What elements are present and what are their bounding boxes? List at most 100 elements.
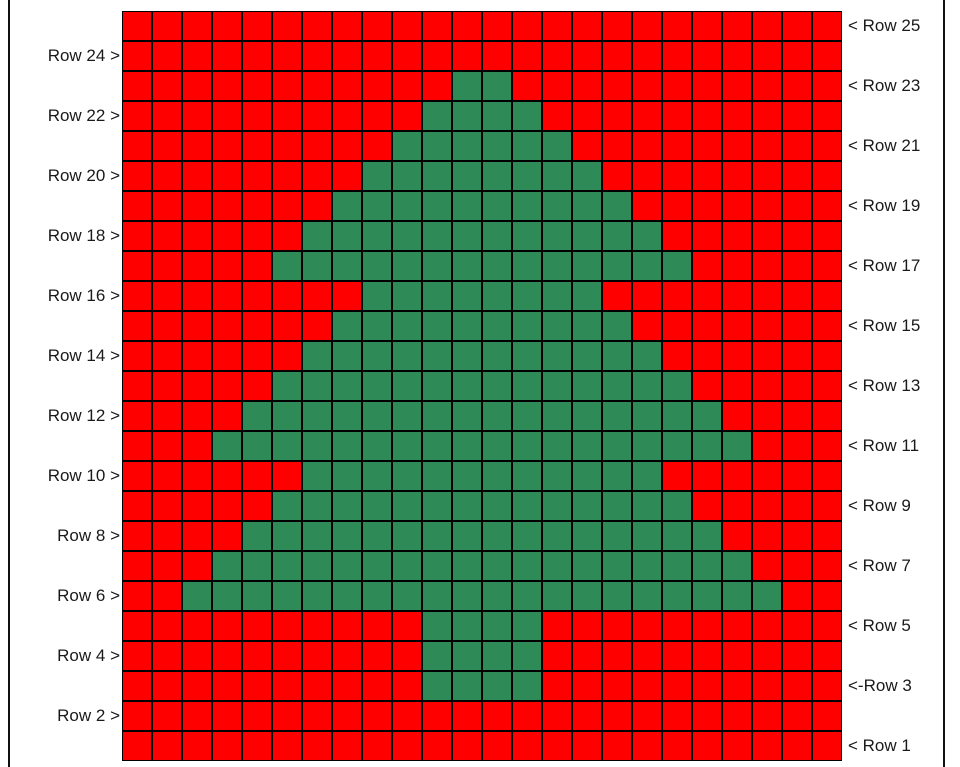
background-cell	[152, 731, 182, 761]
background-cell	[242, 191, 272, 221]
background-cell	[122, 251, 152, 281]
background-cell	[242, 11, 272, 41]
background-cell	[662, 731, 692, 761]
tree-cell	[572, 431, 602, 461]
background-cell	[692, 71, 722, 101]
background-cell	[362, 731, 392, 761]
tree-cell	[572, 191, 602, 221]
background-cell	[302, 101, 332, 131]
tree-cell	[482, 611, 512, 641]
tree-cell	[362, 221, 392, 251]
background-cell	[812, 581, 842, 611]
tree-cell	[332, 341, 362, 371]
background-cell	[812, 551, 842, 581]
left-row-label: Row 16 >	[48, 286, 120, 306]
background-cell	[362, 11, 392, 41]
background-cell	[272, 341, 302, 371]
background-cell	[812, 701, 842, 731]
tree-cell	[422, 521, 452, 551]
background-cell	[632, 281, 662, 311]
tree-cell	[332, 581, 362, 611]
tree-cell	[542, 341, 572, 371]
background-cell	[662, 41, 692, 71]
background-cell	[122, 311, 152, 341]
tree-cell	[692, 431, 722, 461]
tree-cell	[302, 371, 332, 401]
tree-cell	[302, 251, 332, 281]
background-cell	[752, 611, 782, 641]
background-cell	[302, 11, 332, 41]
tree-cell	[242, 431, 272, 461]
background-cell	[812, 71, 842, 101]
background-cell	[122, 431, 152, 461]
background-cell	[152, 671, 182, 701]
tree-cell	[512, 161, 542, 191]
tree-cell	[572, 551, 602, 581]
background-cell	[662, 11, 692, 41]
background-cell	[752, 701, 782, 731]
background-cell	[782, 41, 812, 71]
background-cell	[752, 731, 782, 761]
tree-cell	[482, 641, 512, 671]
tree-cell	[422, 131, 452, 161]
background-cell	[602, 671, 632, 701]
background-cell	[662, 311, 692, 341]
tree-cell	[392, 311, 422, 341]
tree-cell	[482, 161, 512, 191]
background-cell	[782, 71, 812, 101]
background-cell	[242, 131, 272, 161]
background-cell	[692, 371, 722, 401]
tree-cell	[572, 341, 602, 371]
background-cell	[242, 281, 272, 311]
background-cell	[632, 161, 662, 191]
tree-cell	[332, 221, 362, 251]
background-cell	[662, 341, 692, 371]
background-cell	[812, 101, 842, 131]
right-row-label: < Row 19	[848, 196, 920, 216]
background-cell	[392, 701, 422, 731]
background-cell	[272, 731, 302, 761]
background-cell	[602, 701, 632, 731]
left-row-label: Row 8 >	[57, 526, 120, 546]
background-cell	[722, 311, 752, 341]
tree-cell	[512, 491, 542, 521]
background-cell	[212, 101, 242, 131]
tree-cell	[572, 521, 602, 551]
background-cell	[182, 341, 212, 371]
background-cell	[632, 11, 662, 41]
background-cell	[272, 281, 302, 311]
background-cell	[122, 161, 152, 191]
background-cell	[812, 11, 842, 41]
tree-cell	[452, 611, 482, 641]
tree-cell	[422, 671, 452, 701]
tree-cell	[362, 281, 392, 311]
background-cell	[152, 281, 182, 311]
background-cell	[332, 161, 362, 191]
tree-cell	[422, 461, 452, 491]
tree-cell	[542, 521, 572, 551]
background-cell	[692, 281, 722, 311]
tree-cell	[302, 221, 332, 251]
tree-cell	[602, 521, 632, 551]
tree-cell	[392, 161, 422, 191]
background-cell	[752, 461, 782, 491]
tree-cell	[452, 341, 482, 371]
background-cell	[242, 641, 272, 671]
background-cell	[122, 491, 152, 521]
background-cell	[122, 371, 152, 401]
background-cell	[632, 191, 662, 221]
background-cell	[152, 341, 182, 371]
background-cell	[302, 41, 332, 71]
tree-cell	[542, 221, 572, 251]
tree-cell	[422, 341, 452, 371]
background-cell	[692, 461, 722, 491]
tree-cell	[632, 341, 662, 371]
background-cell	[782, 581, 812, 611]
background-cell	[422, 731, 452, 761]
background-cell	[302, 731, 332, 761]
tree-cell	[332, 461, 362, 491]
tree-cell	[302, 401, 332, 431]
background-cell	[722, 401, 752, 431]
right-row-label: < Row 5	[848, 616, 911, 636]
